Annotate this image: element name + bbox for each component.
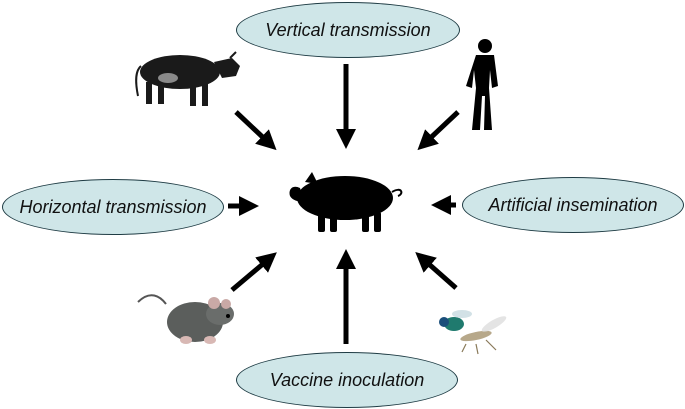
node-horizontal-label: Horizontal transmission (19, 196, 207, 217)
node-vertical-label: Vertical transmission (265, 19, 431, 40)
node-vertical-transmission: Vertical transmission (236, 2, 460, 58)
insect-icon (439, 310, 507, 355)
node-vaccine-inoculation: Vaccine inoculation (236, 352, 458, 408)
node-horizontal-transmission: Horizontal transmission (2, 179, 224, 235)
human-icon (466, 39, 498, 130)
node-ai-label: Artificial insemination (488, 194, 658, 215)
pig-icon (289, 172, 403, 232)
arrow-human (417, 110, 460, 151)
node-vaccine-label: Vaccine inoculation (269, 369, 425, 390)
rat-icon (137, 294, 234, 344)
node-artificial-insemination: Artificial insemination (462, 177, 684, 233)
arrow-cow (234, 110, 277, 151)
cow-icon (135, 51, 240, 106)
arrow-rat (230, 252, 277, 292)
arrow-insect (415, 252, 458, 290)
